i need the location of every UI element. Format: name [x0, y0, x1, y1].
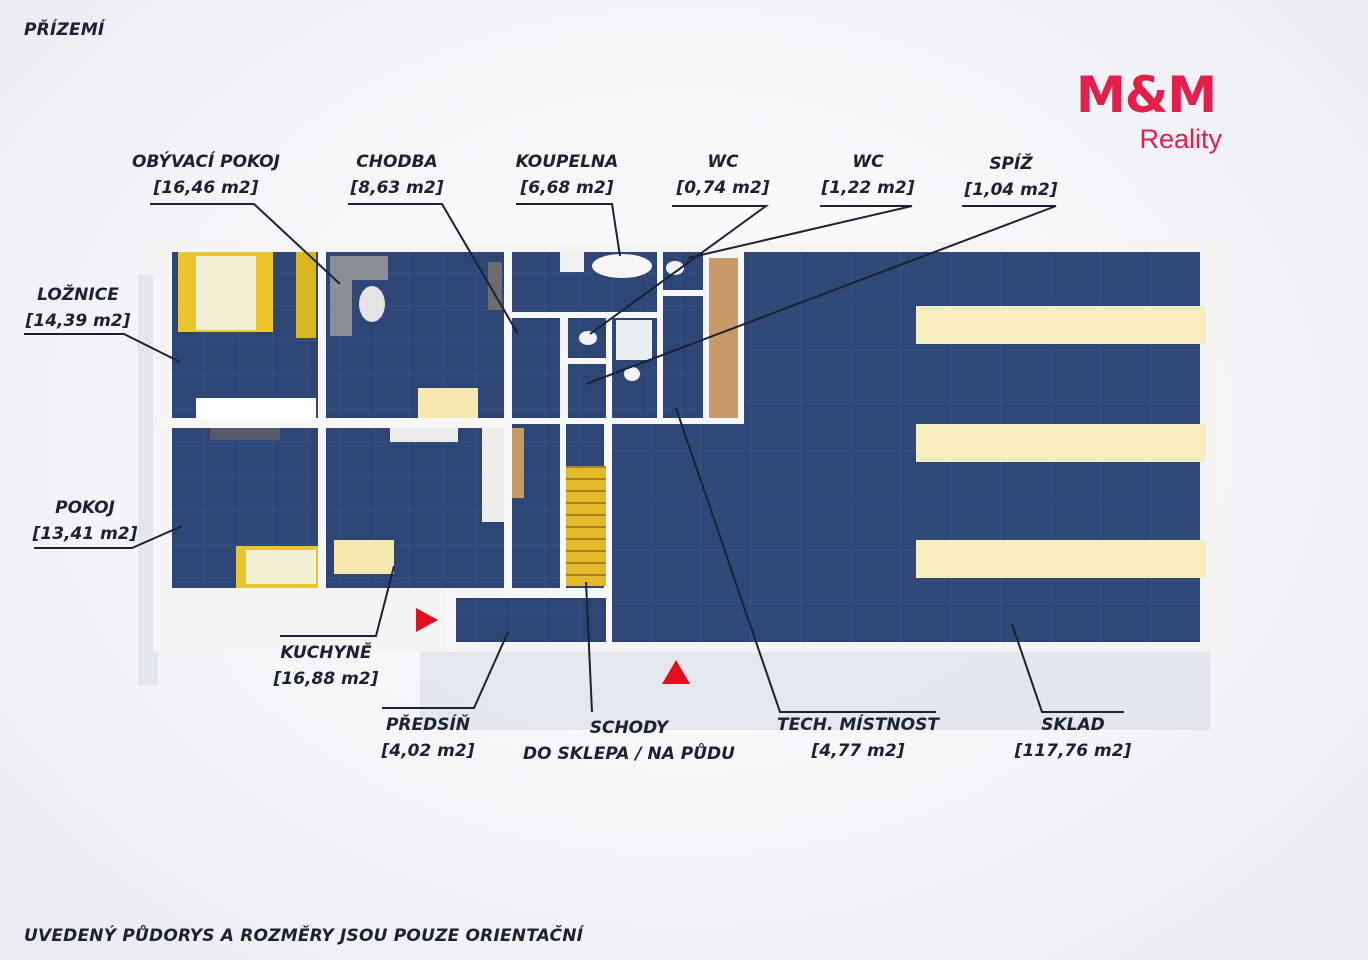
- label-sklad: SKLAD [117,76 m2]: [1014, 712, 1132, 764]
- kitchen-counter-side: [482, 428, 504, 522]
- room-name: WC: [707, 152, 739, 172]
- leader-pokoj: [34, 525, 183, 549]
- room-area: [4,77 m2]: [811, 741, 905, 761]
- stairs: [566, 466, 606, 586]
- room-area: [13,41 m2]: [32, 524, 138, 544]
- label-schody: SCHODY DO SKLEPA / NA PŮDU: [514, 715, 744, 767]
- label-obyvaci-pokoj: OBÝVACÍ POKOJ [16,46 m2]: [124, 149, 288, 201]
- label-spiz: SPÍŽ [1,04 m2]: [958, 151, 1064, 203]
- bathtub: [592, 254, 652, 278]
- interior-walls: [158, 248, 744, 650]
- room-name: PŘEDSÍŇ: [385, 715, 471, 735]
- sofa: [330, 256, 388, 336]
- leader-tech: [675, 407, 936, 713]
- room-name: LOŽNICE: [37, 285, 119, 305]
- label-predsin: PŘEDSÍŇ [4,02 m2]: [374, 712, 482, 764]
- company-logo: M&M Reality: [1076, 66, 1226, 154]
- floor-title: PŘÍZEMÍ: [24, 20, 105, 40]
- label-koupelna: KOUPELNA [6,68 m2]: [508, 149, 626, 201]
- leader-obyvaci: [150, 203, 341, 285]
- washbasin: [560, 252, 584, 272]
- shelf-3: [916, 540, 1206, 578]
- label-wc-2: WC [1,22 m2]: [814, 149, 922, 201]
- logo-mark: M&M: [1076, 66, 1217, 124]
- room-area: DO SKLEPA / NA PŮDU: [523, 744, 735, 764]
- label-tech-mistnost: TECH. MÍSTNOST [4,77 m2]: [772, 712, 944, 764]
- toilet-wc1: [579, 331, 597, 345]
- shelf-2: [916, 424, 1206, 462]
- room-area: [16,88 m2]: [273, 669, 379, 689]
- kitchen-counter: [390, 428, 458, 442]
- room-area: [0,74 m2]: [676, 178, 770, 198]
- shoe-rack: [512, 428, 524, 498]
- loznice-cabinet: [196, 398, 316, 420]
- room-area: [1,22 m2]: [821, 178, 915, 198]
- leader-kuchyne: [280, 565, 395, 637]
- leader-lines: [24, 203, 1124, 713]
- room-name: WC: [852, 152, 884, 172]
- tech-floor: [663, 296, 705, 418]
- room-area: [14,39 m2]: [25, 311, 131, 331]
- label-wc-1: WC [0,74 m2]: [668, 149, 778, 201]
- room-name: SKLAD: [1041, 715, 1105, 735]
- spiz-floor: [568, 364, 606, 418]
- room-area: [16,46 m2]: [153, 178, 259, 198]
- disclaimer: UVEDENÝ PŮDORYS A ROZMĚRY JSOU POUZE ORI…: [24, 926, 584, 946]
- wardrobe-yellow: [296, 252, 316, 338]
- room-name: SPÍŽ: [989, 154, 1033, 174]
- leader-sklad: [1011, 623, 1124, 713]
- leader-predsin: [382, 631, 509, 709]
- toilet-wc2: [666, 261, 684, 275]
- shelf-1: [916, 306, 1206, 344]
- room-name: KOUPELNA: [515, 152, 619, 172]
- sklad-floor-2: [612, 424, 742, 642]
- toilet-bath: [624, 367, 640, 381]
- label-chodba: CHODBA [8,63 m2]: [344, 149, 450, 201]
- leader-chodba: [348, 203, 519, 335]
- room-name: POKOJ: [55, 498, 115, 518]
- workbench: [708, 258, 738, 420]
- coffee-table: [359, 286, 385, 322]
- room-name: SCHODY: [589, 718, 669, 738]
- storage-shelves: [916, 306, 1206, 578]
- shower: [616, 320, 652, 360]
- entrance-marker-front: [662, 660, 690, 684]
- label-pokoj: POKOJ [13,41 m2]: [30, 495, 140, 547]
- leader-wc1: [589, 205, 770, 335]
- room-name: TECH. MÍSTNOST: [777, 715, 939, 735]
- room-name: OBÝVACÍ POKOJ: [132, 152, 280, 172]
- tv-unit: [210, 428, 280, 440]
- room-area: [6,68 m2]: [520, 178, 614, 198]
- logo-sub: Reality: [1139, 124, 1222, 154]
- room-area: [1,04 m2]: [964, 180, 1058, 200]
- leader-spiz: [585, 205, 1057, 385]
- room-area: [8,63 m2]: [350, 178, 444, 198]
- room-area: [117,76 m2]: [1014, 741, 1132, 761]
- label-loznice: LOŽNICE [14,39 m2]: [20, 282, 136, 334]
- entrance-marker-side: [416, 608, 438, 632]
- room-name: KUCHYNĚ: [280, 643, 372, 663]
- label-kuchyne: KUCHYNĚ [16,88 m2]: [266, 640, 386, 692]
- single-bed: [236, 546, 318, 588]
- dining-table-kitchen: [334, 540, 394, 574]
- leader-koupelna: [516, 203, 621, 257]
- fireplace: [488, 262, 502, 310]
- leader-schody: [585, 581, 593, 713]
- dining-table-living: [418, 388, 478, 418]
- room-area: [4,02 m2]: [381, 741, 475, 761]
- leader-wc2: [687, 205, 913, 259]
- leader-loznice: [24, 333, 181, 363]
- double-bed: [178, 252, 273, 332]
- predsin-floor: [456, 598, 606, 642]
- left-block-bottom: [153, 590, 453, 598]
- room-name: CHODBA: [356, 152, 438, 172]
